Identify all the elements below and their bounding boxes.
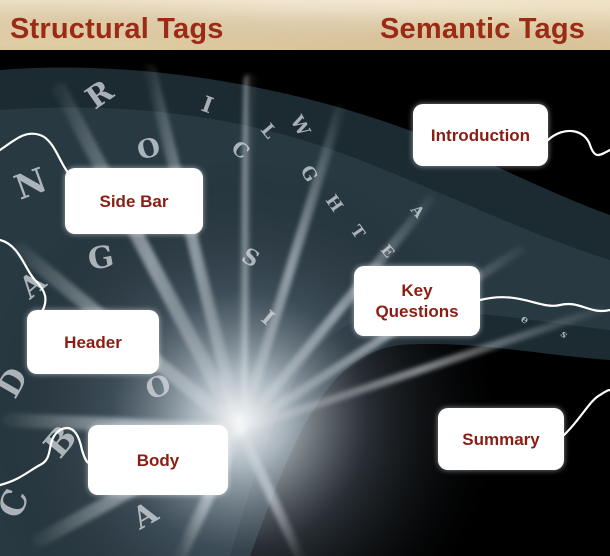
- key-questions-text: Key Questions: [375, 281, 459, 321]
- svg-text:s: s: [558, 329, 570, 341]
- introduction-label: Introduction: [413, 104, 548, 166]
- structural-tags-heading: Structural Tags: [10, 13, 224, 45]
- semantic-tags-heading: Semantic Tags: [380, 13, 586, 45]
- side-bar-label: Side Bar: [65, 168, 203, 234]
- summary-label: Summary: [438, 408, 564, 470]
- header-label: Header: [27, 310, 159, 374]
- key-questions-label: Key Questions: [354, 266, 480, 336]
- svg-text:G: G: [85, 239, 116, 278]
- body-label: Body: [88, 425, 228, 495]
- parchment-header-bar: Structural Tags Semantic Tags: [0, 0, 610, 50]
